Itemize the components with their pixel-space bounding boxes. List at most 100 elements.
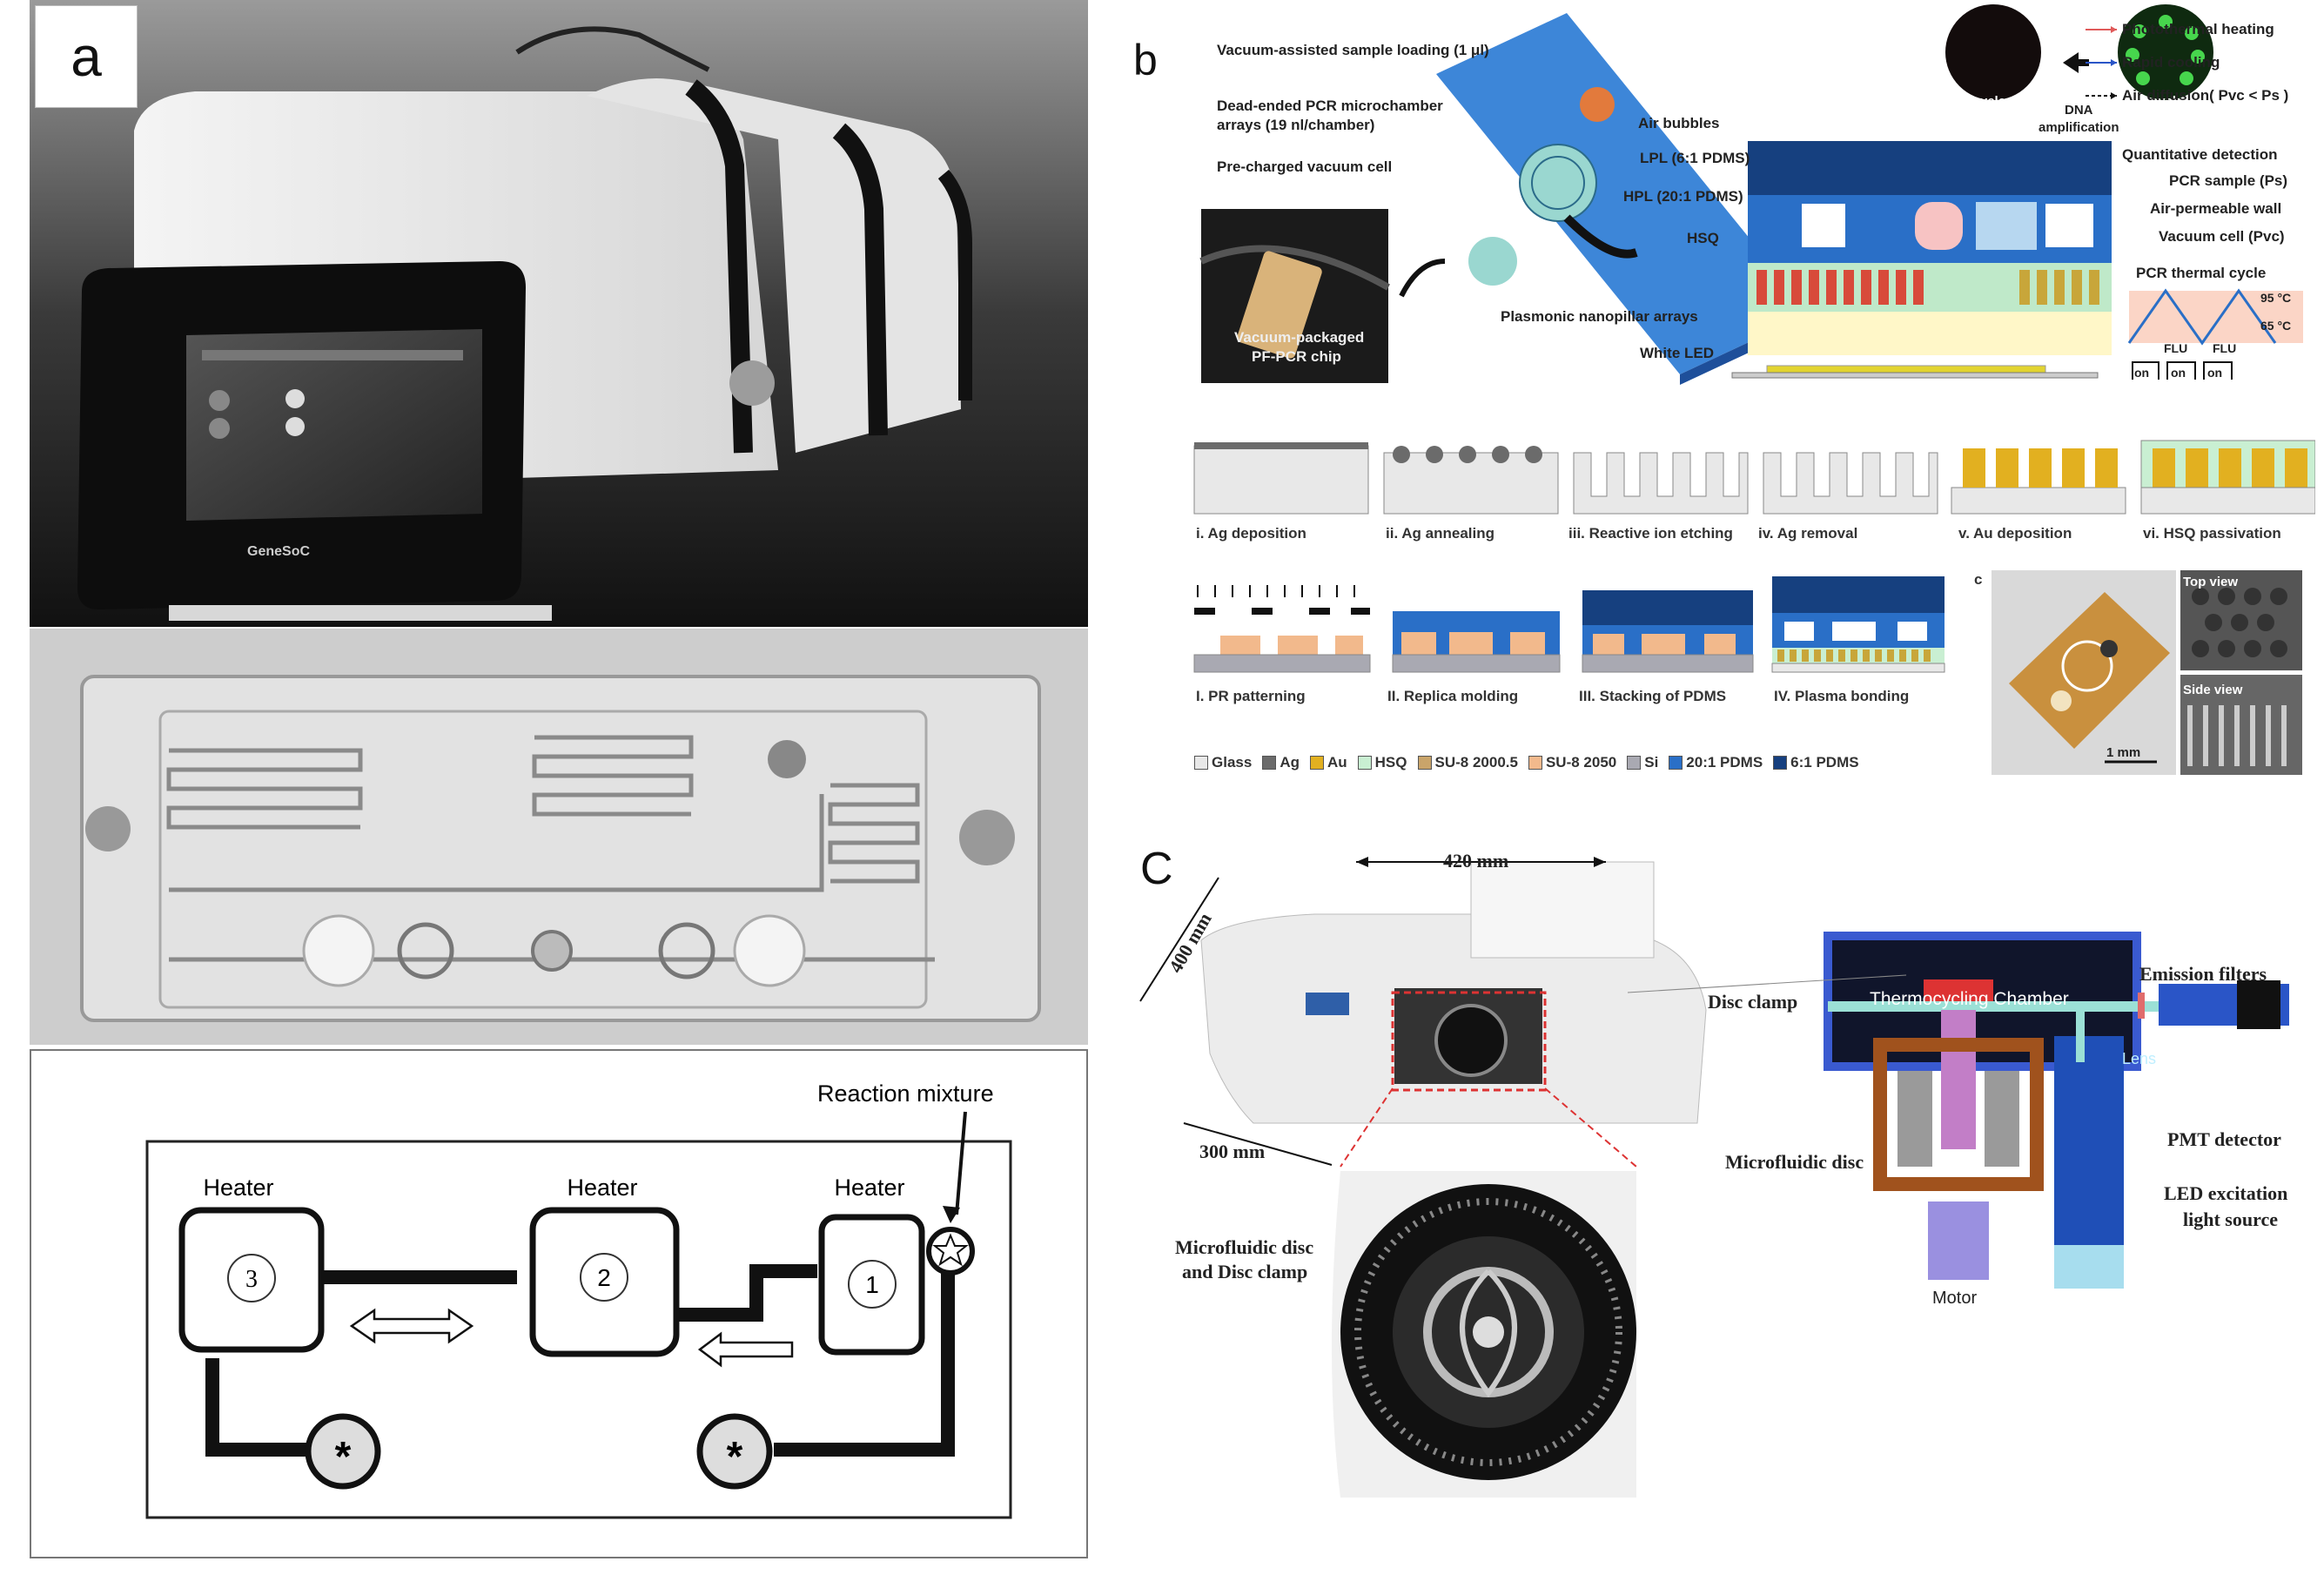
legend-label: Glass <box>1212 754 1253 771</box>
legend-item: 20:1 PDMS <box>1669 754 1763 771</box>
legend-item: SU-8 2000.5 <box>1417 754 1518 771</box>
legend-item: SU-8 2050 <box>1528 754 1616 771</box>
pump-right-symbol: * <box>727 1434 743 1480</box>
microfluidic-chip-photo <box>30 629 1088 1045</box>
label-plasmonic: Plasmonic nanopillar arrays <box>1501 308 1698 325</box>
label-vacuum-cell-2: Vacuum cell (Pvc) <box>2159 228 2285 245</box>
panel-a-label: a <box>71 25 102 88</box>
pump-left-symbol: * <box>335 1434 352 1480</box>
legend-swatch <box>1357 756 1372 770</box>
label-quant-detect: Quantitative detection <box>2122 146 2278 163</box>
label-vacuum-loading: Vacuum-assisted sample loading (1 μl) <box>1217 42 1489 58</box>
panel-b-label: b <box>1133 36 1158 84</box>
centrifugal-pcr-device <box>1139 857 2289 1498</box>
pump-left-icon <box>305 1413 381 1490</box>
panel-a-label-box: a <box>35 5 138 108</box>
device-brand-text: GeneSoC <box>247 544 310 559</box>
heater-1-zone: 1 <box>865 1271 879 1298</box>
panel-a: GeneSoC a <box>30 0 1088 1558</box>
reaction-mixture-label: Reaction mixture <box>817 1080 994 1107</box>
label-cycle-0: 0 cycle <box>1962 94 2006 109</box>
legend-item: HSQ <box>1357 754 1407 771</box>
legend-swatch <box>1262 756 1277 770</box>
label-white-led: White LED <box>1640 345 1714 361</box>
heater-1-label: Heater <box>834 1175 904 1201</box>
legend-swatch <box>1417 756 1432 770</box>
label-emission-filters: Emission filters <box>2139 963 2267 985</box>
legend-swatch <box>1528 756 1542 770</box>
panel-c: C 420 mm <box>1123 836 2315 1567</box>
label-led-2: light source <box>2183 1208 2278 1230</box>
sub-panel-c-label: c <box>1974 571 1983 588</box>
label-hsq: HSQ <box>1687 230 1719 246</box>
chip-photo-and-sem <box>1992 570 2302 775</box>
label-flu-1: FLU <box>2164 341 2188 355</box>
label-flu-2: FLU <box>2213 341 2237 355</box>
fabrication-row-1 <box>1193 440 2315 515</box>
label-vacuum-packaged: Vacuum-packaged <box>1234 329 1365 346</box>
label-air-diffusion: Air diffusion( Pvc < Ps ) <box>2122 87 2289 104</box>
legend-swatch <box>1309 756 1324 770</box>
step-1-6: vi. HSQ passivation <box>2143 525 2281 542</box>
label-side-view: Side view <box>2183 683 2243 697</box>
label-photothermal: Photothermal heating <box>2122 21 2274 37</box>
label-microchamber-2: arrays (19 nl/chamber) <box>1217 117 1375 133</box>
label-cycle-40: 40 cycles <box>2133 94 2191 109</box>
label-pmt: PMT detector <box>2167 1128 2281 1150</box>
real-time-pcr-device-photo: GeneSoC <box>30 0 1088 627</box>
continuous-flow-schematic: 3 2 1 Heater Heater Heater Reaction mixt… <box>30 1049 1088 1558</box>
step-1-5: v. Au deposition <box>1958 525 2072 542</box>
legend-item: Glass <box>1194 754 1252 771</box>
step-1-3: iii. Reactive ion etching <box>1568 525 1733 542</box>
legend-label: 20:1 PDMS <box>1686 754 1763 771</box>
label-dim-width: 420 mm <box>1443 850 1509 872</box>
label-65c: 65 °C <box>2260 319 2292 333</box>
step-1-4: iv. Ag removal <box>1758 525 1858 542</box>
material-legend: Glass Ag Au HSQ SU-8 2000.5 SU-8 2050 Si… <box>1194 754 1859 771</box>
label-led-1: LED excitation <box>2164 1182 2288 1204</box>
label-disc-2: and Disc clamp <box>1182 1261 1308 1282</box>
legend-item: Ag <box>1262 754 1300 771</box>
label-on-3: on <box>2207 366 2223 380</box>
step-2-1: I. PR patterning <box>1196 688 1306 704</box>
step-2-3: III. Stacking of PDMS <box>1579 688 1727 704</box>
label-scale-1mm: 1 mm <box>2106 745 2141 760</box>
step-2-4: IV. Plasma bonding <box>1774 688 1910 704</box>
inlet-star-icon <box>926 1227 975 1275</box>
legend-label: SU-8 2000.5 <box>1434 754 1518 771</box>
label-amplification: amplification <box>2039 120 2119 135</box>
label-microfluidic-disc: Microfluidic disc <box>1725 1151 1864 1173</box>
label-air-wall: Air-permeable wall <box>2150 200 2282 217</box>
heater-3-zone: 3 <box>245 1266 258 1293</box>
legend-item: Si <box>1627 754 1658 771</box>
label-pcr-sample: PCR sample (Ps) <box>2169 172 2288 189</box>
label-microchamber: Dead-ended PCR microchamber <box>1217 98 1443 114</box>
label-thermal-cycle: PCR thermal cycle <box>2136 265 2267 281</box>
legend-label: 6:1 PDMS <box>1790 754 1859 771</box>
label-lpl: LPL (6:1 PDMS) <box>1640 150 1750 166</box>
legend-item: Au <box>1309 754 1347 771</box>
legend-label: Ag <box>1280 754 1300 771</box>
legend-label: Au <box>1327 754 1347 771</box>
legend-swatch <box>1669 756 1683 770</box>
step-1-1: i. Ag deposition <box>1196 525 1306 542</box>
label-rapid-cooling: Rapid cooling <box>2122 54 2220 71</box>
heater-2-zone: 2 <box>597 1264 611 1291</box>
legend-label: Si <box>1644 754 1659 771</box>
label-thermo-chamber: Thermocycling Chamber <box>1870 989 2069 1009</box>
label-motor: Motor <box>1932 1289 1978 1308</box>
label-hpl: HPL (20:1 PDMS) <box>1623 188 1743 205</box>
label-on-1: on <box>2134 366 2150 380</box>
fabrication-row-2 <box>1193 576 1945 673</box>
legend-label: HSQ <box>1374 754 1407 771</box>
double-arrow-icon <box>349 1308 474 1344</box>
left-arrow-icon <box>697 1331 794 1368</box>
label-on-2: on <box>2171 366 2186 380</box>
label-air-bubbles: Air bubbles <box>1638 115 1720 131</box>
label-disc-clamp: Disc clamp <box>1708 991 1798 1013</box>
label-lens: Lens <box>2122 1050 2157 1067</box>
legend-swatch <box>1627 756 1642 770</box>
label-dna: DNA <box>2065 103 2093 118</box>
panel-c-label: C <box>1140 844 1173 894</box>
pump-right-icon <box>696 1413 773 1490</box>
